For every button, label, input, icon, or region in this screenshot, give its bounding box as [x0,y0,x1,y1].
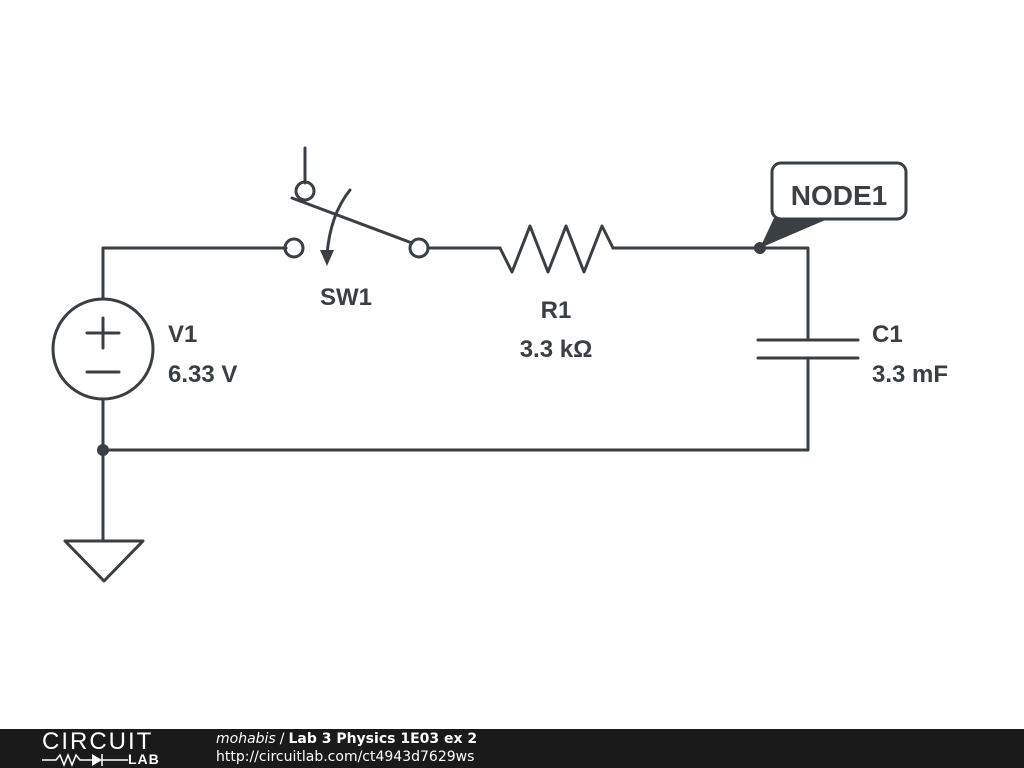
capacitor-name: C1 [872,321,903,348]
resistor-value: 3.3 kΩ [520,336,593,363]
resistor-r1[interactable] [498,224,615,274]
wire-node-to-capacitor [758,246,810,342]
node-label-pointer [760,218,830,248]
wires [101,246,810,542]
resistor-name: R1 [541,297,572,324]
wire-capacitor-to-ground [101,356,810,452]
switch-action-arc [325,188,352,257]
circuit-meta: mohabis/Lab 3 Physics 1E03 ex 2 http://c… [216,730,477,766]
capacitor-value: 3.3 mF [872,361,948,388]
capacitor-c1[interactable] [756,338,860,360]
meta-separator: / [279,731,285,747]
node-label-box [770,161,908,221]
voltage-source-circle [51,297,155,401]
node1-label-tag[interactable]: NODE1 [760,161,908,248]
voltage-source-name: V1 [168,321,197,348]
node-label-text: NODE1 [791,180,887,211]
switch-name: SW1 [320,284,372,311]
switch-right-terminal [408,237,430,259]
switch-top-terminal [294,180,316,202]
circuit-schematic: V1 6.33 V SW1 R1 3.3 kΩ C1 3.3 mF NODE1 [51,146,948,583]
junction-ground [97,444,109,456]
switch-sw1[interactable] [283,146,430,266]
wire-source-to-switch [101,246,288,300]
logo-top-text: CIRCUIT [42,728,154,755]
switch-arrow-icon [320,250,334,266]
switch-blade [290,196,414,245]
circuitlab-logo[interactable]: CIRCUIT LAB [42,728,177,767]
switch-left-terminal [283,237,305,259]
footer-bar: CIRCUIT LAB mohabis/Lab 3 Physics 1E03 e… [0,729,1024,768]
ground-icon [63,539,145,583]
meta-line-title: mohabis/Lab 3 Physics 1E03 ex 2 [216,730,477,748]
voltage-source-value: 6.33 V [168,361,237,388]
logo-resistor-diode-icon [42,753,128,767]
circuit-title[interactable]: Lab 3 Physics 1E03 ex 2 [288,731,478,747]
voltage-source-v1[interactable] [51,297,155,401]
author-link[interactable]: mohabis [216,731,276,747]
logo-bottom-text: LAB [128,751,160,767]
circuit-url[interactable]: http://circuitlab.com/ct4943d7629ws [216,749,475,765]
